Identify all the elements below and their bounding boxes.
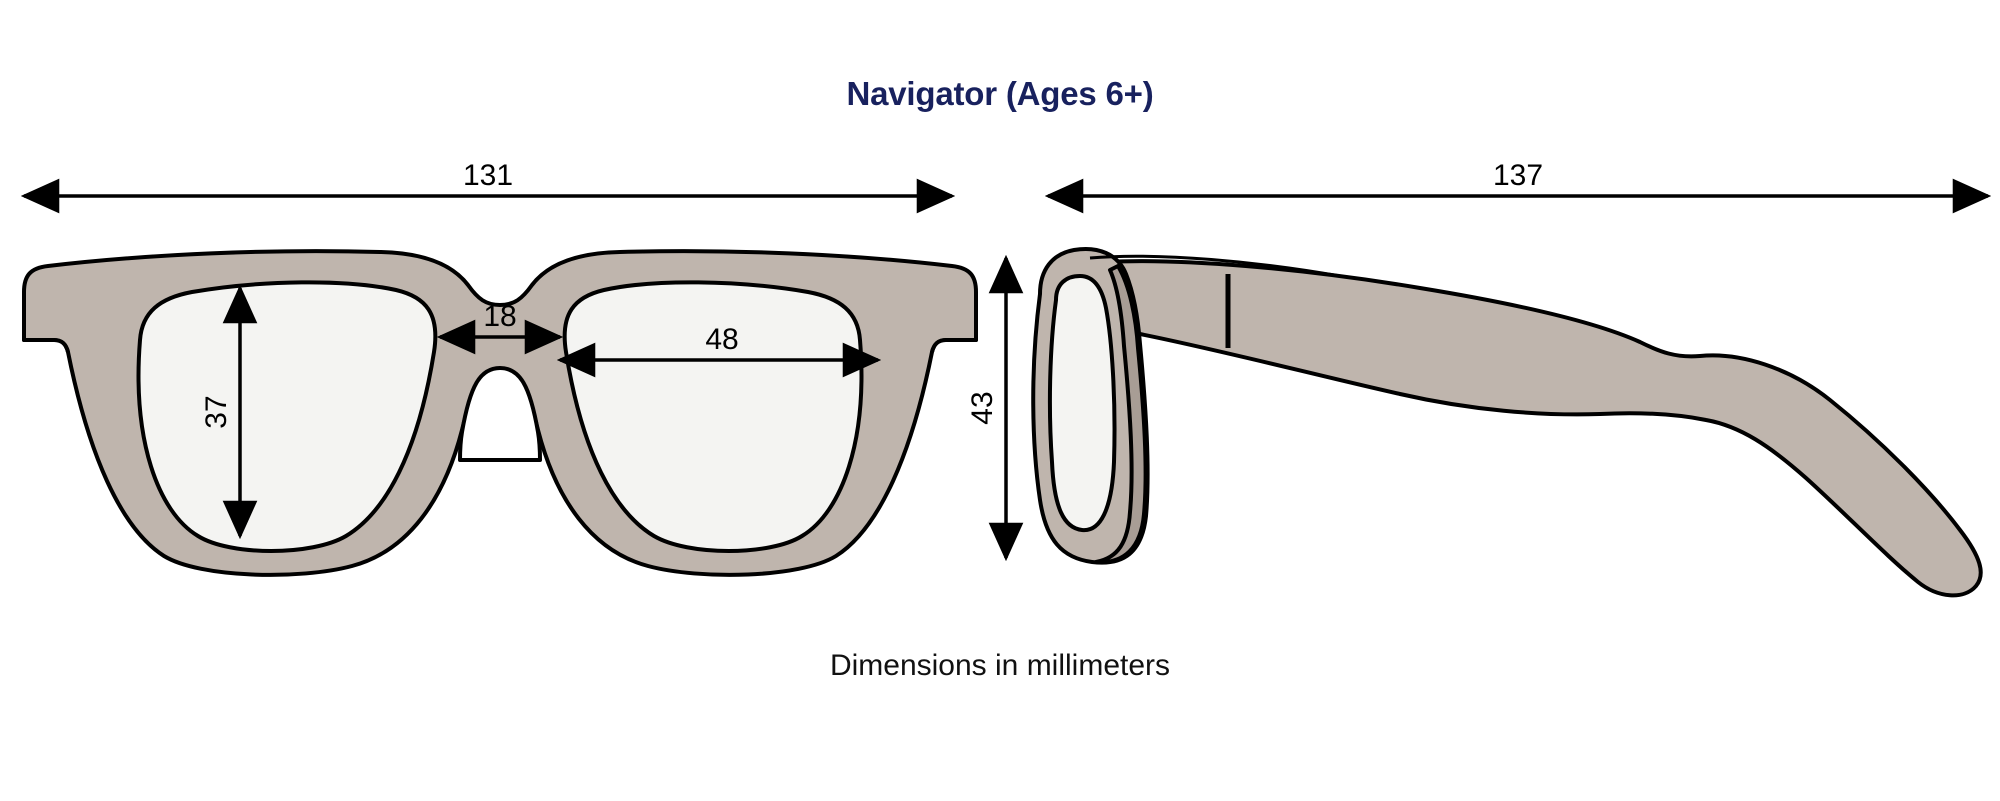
page-title: Navigator (Ages 6+) <box>846 75 1153 112</box>
side-lens <box>1047 274 1117 533</box>
side-view-dimensions: 137 43 <box>966 159 1992 562</box>
left-lens <box>136 280 438 553</box>
dimension-lens-height: 37 <box>200 284 258 540</box>
dimension-label-48: 48 <box>705 323 738 356</box>
dimension-label-18: 18 <box>483 300 516 333</box>
temple-top-seam <box>1089 254 1341 278</box>
dimension-label-137: 137 <box>1493 159 1543 192</box>
side-view <box>1031 247 1983 598</box>
front-view-dimensions: 131 18 48 37 <box>20 159 956 540</box>
units-caption: Dimensions in millimeters <box>830 649 1170 682</box>
dimension-label-37: 37 <box>200 395 233 428</box>
dimension-label-131: 131 <box>463 159 513 192</box>
left-hinge-tab <box>22 292 70 353</box>
right-hinge-tab <box>930 292 978 353</box>
dimension-frame-height: 43 <box>966 254 1024 562</box>
dimension-bridge-width: 18 <box>436 300 564 355</box>
dimension-lens-width: 48 <box>556 323 882 378</box>
nose-cutout <box>458 366 542 462</box>
dimension-overall-width: 131 <box>20 159 956 214</box>
side-frame-shadow <box>1094 264 1148 565</box>
temple-arm <box>1098 259 1983 598</box>
dimension-temple-length: 137 <box>1044 159 1992 214</box>
dimension-label-43: 43 <box>966 391 999 424</box>
